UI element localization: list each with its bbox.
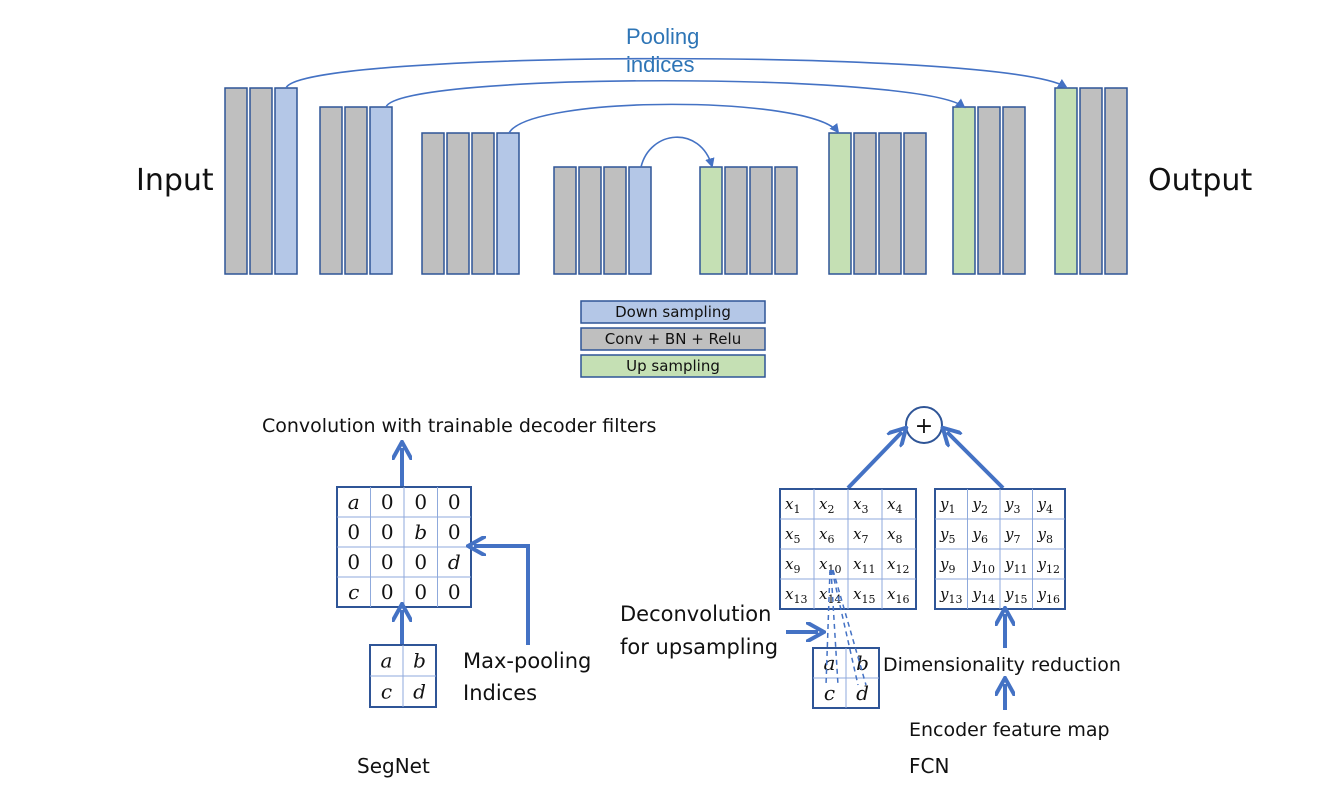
layer-down-g3-4: [496, 132, 520, 275]
input-label: Input: [136, 163, 214, 198]
architecture-blocks: [224, 87, 1128, 275]
segnet-maxpool-line1: Max-pooling: [463, 649, 591, 673]
fcn-dash-2: [830, 569, 839, 686]
layer-conv-g4-1: [553, 166, 577, 275]
fcn-left-to-sum-arrow: [846, 432, 902, 490]
layer-conv-g5-4: [774, 166, 798, 275]
layer-up-g7-1: [952, 106, 976, 275]
segnet-name: SegNet: [357, 754, 430, 778]
layer-conv-g2-1: [319, 106, 343, 275]
pooling-arc-3: [508, 103, 840, 134]
layer-conv-g5-2: [724, 166, 748, 275]
pooling-arc-2: [385, 79, 966, 109]
pooling-arcs: [285, 57, 1068, 168]
layer-conv-g8-3: [1104, 87, 1128, 275]
layer-conv-g1-2: [249, 87, 273, 275]
grid-cell-text: a: [824, 651, 836, 675]
layer-conv-g4-3: [603, 166, 627, 275]
grid-cell-text: d: [448, 550, 461, 574]
fcn-deconv-dashes: [825, 569, 867, 686]
layer-conv-g6-4: [903, 132, 927, 275]
legend-down-label: Down sampling: [615, 303, 731, 321]
grid-cell-text: 0: [448, 490, 461, 514]
grid-cell-text: 0: [381, 550, 394, 574]
fcn-name: FCN: [909, 754, 949, 778]
segnet-maxpool-line2: Indices: [463, 681, 537, 705]
layer-conv-g4-2: [578, 166, 602, 275]
fcn-encoder-label: Encoder feature map: [909, 719, 1110, 741]
grid-cell-text: a: [381, 649, 393, 673]
layer-conv-g7-2: [977, 106, 1001, 275]
layer-down-g4-4: [628, 166, 652, 275]
layer-up-g6-1: [828, 132, 852, 275]
pooling-label-line1: Pooling: [626, 24, 699, 49]
grid-cell-text: 0: [414, 490, 427, 514]
grid-cell-text: a: [348, 490, 360, 514]
grid-cell-text: 0: [414, 580, 427, 604]
grid-cell-text: 0: [381, 520, 394, 544]
grid-cell-text: d: [856, 681, 869, 705]
fcn-deconv-line2: for upsampling: [620, 635, 778, 659]
legend-down-swatch: [580, 300, 766, 324]
grid-cell-text: b: [856, 651, 869, 675]
layer-conv-g2-2: [344, 106, 368, 275]
fcn-dash-4: [832, 569, 867, 686]
layer-conv-g6-2: [853, 132, 877, 275]
grid-cell-text: x12: [887, 555, 909, 576]
fcn-dash-3: [831, 569, 859, 686]
layer-up-g8-1: [1054, 87, 1078, 275]
layer-conv-g3-1: [421, 132, 445, 275]
layer-conv-g5-3: [749, 166, 773, 275]
layer-conv-g1-1: [224, 87, 248, 275]
segnet-caption: Convolution with trainable decoder filte…: [262, 415, 656, 437]
fcn-plus-sign: +: [915, 414, 933, 439]
grid-cell-text: b: [414, 520, 427, 544]
layer-down-g1-3: [274, 87, 298, 275]
legend: Down sampling Conv + BN + Relu Up sampli…: [580, 300, 766, 378]
layer-conv-g7-3: [1002, 106, 1026, 275]
grid-cell-text: 0: [448, 520, 461, 544]
grid-cell-text: 0: [414, 550, 427, 574]
output-label: Output: [1148, 163, 1252, 198]
legend-conv-label: Conv + BN + Relu: [605, 330, 741, 348]
layer-conv-g3-2: [446, 132, 470, 275]
pooling-label-line2: indices: [626, 52, 694, 77]
legend-conv-swatch: [580, 327, 766, 351]
grid-cell-text: b: [413, 649, 426, 673]
grid-cell-text: 0: [381, 580, 394, 604]
grid-cell-text: d: [413, 680, 426, 704]
grid-cell-text: c: [824, 681, 835, 705]
layer-conv-g6-3: [878, 132, 902, 275]
grid-cell-text: 0: [448, 580, 461, 604]
grid-cell-text: 0: [381, 490, 394, 514]
pooling-arc-1: [285, 57, 1068, 89]
grid-cell-text: 0: [347, 550, 360, 574]
fcn-dash-1: [825, 569, 831, 686]
grid-cell-text: c: [348, 580, 359, 604]
fcn-right-to-sum-arrow: [947, 432, 1005, 490]
fcn-dimred-label: Dimensionality reduction: [883, 654, 1121, 676]
grid-cell-text: c: [381, 680, 392, 704]
fcn-deconv-line1: Deconvolution: [620, 602, 771, 626]
segnet-indices-arrow: [474, 546, 530, 645]
grid-cell-text: 0: [347, 520, 360, 544]
legend-up-swatch: [580, 354, 766, 378]
pooling-arc-4: [640, 136, 715, 168]
layer-conv-g3-3: [471, 132, 495, 275]
legend-up-label: Up sampling: [626, 357, 720, 375]
layer-conv-g8-2: [1079, 87, 1103, 275]
segnet-panel: Convolution with trainable decoder filte…: [262, 415, 656, 778]
layer-up-g5-1: [699, 166, 723, 275]
layer-down-g2-3: [369, 106, 393, 275]
